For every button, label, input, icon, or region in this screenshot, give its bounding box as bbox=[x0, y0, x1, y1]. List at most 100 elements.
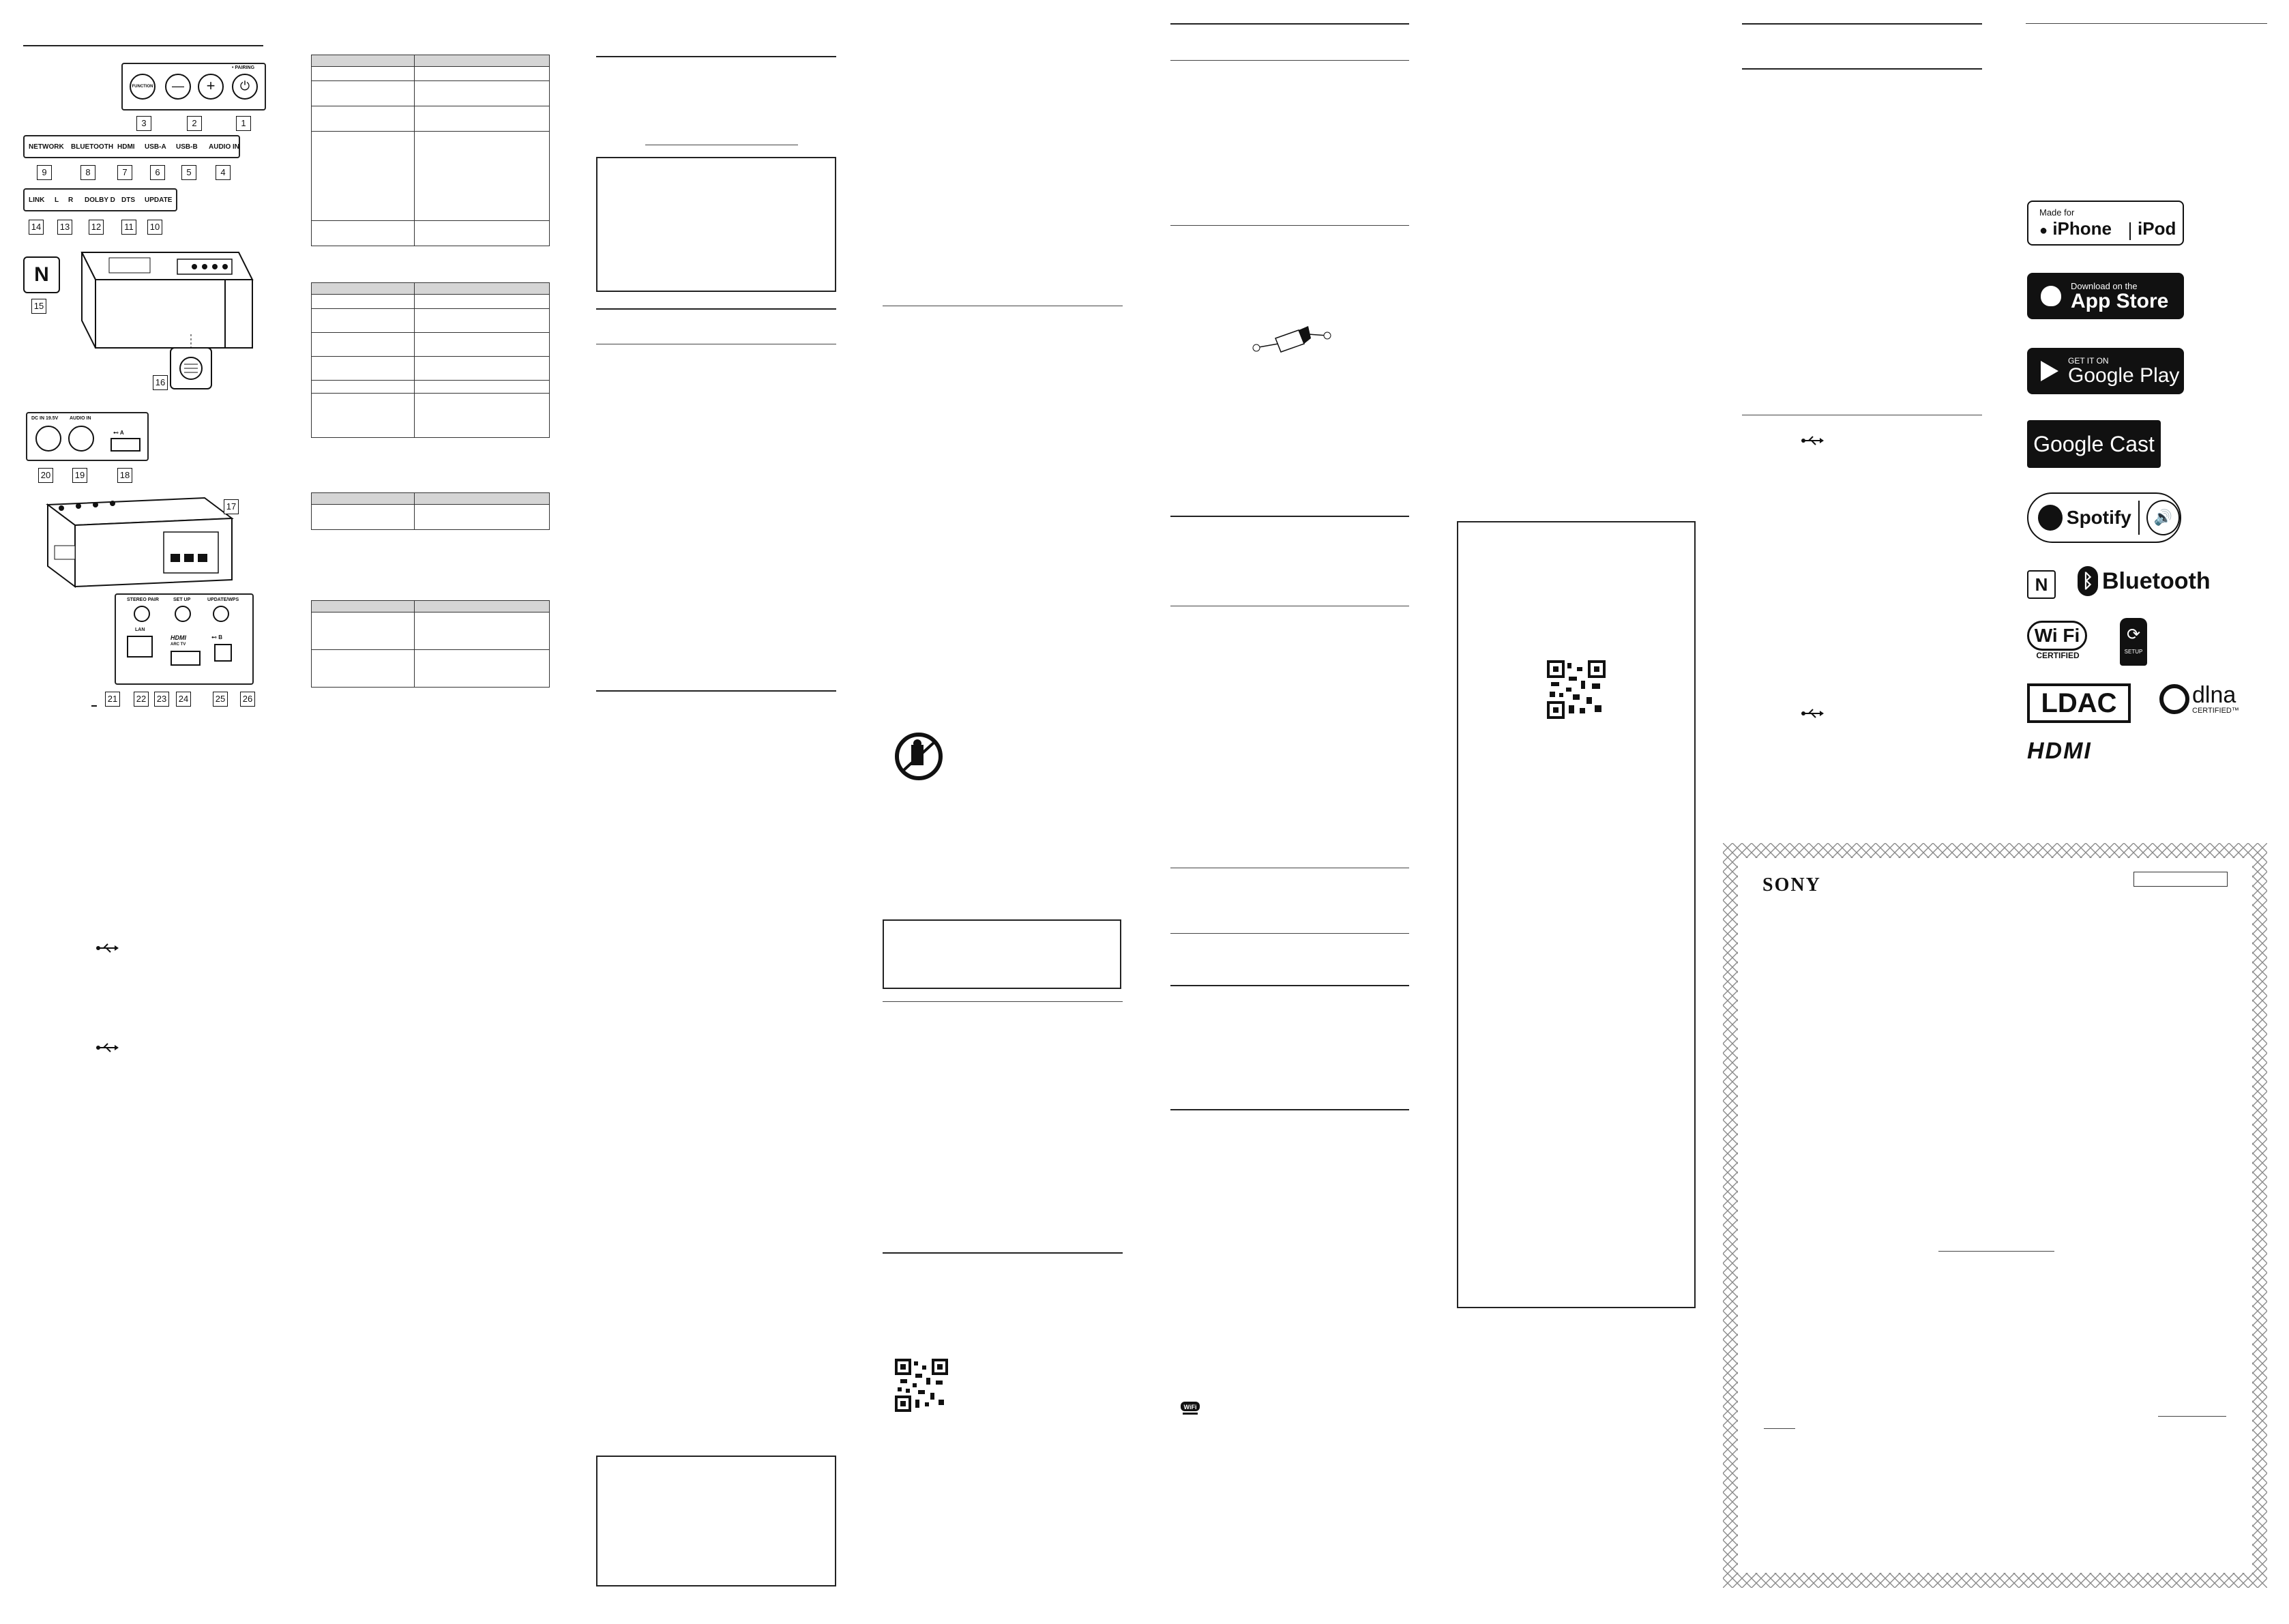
usb-icon bbox=[1801, 709, 1824, 718]
appstore-text: App Store bbox=[2071, 289, 2169, 312]
dc-in-label: DC IN 19.5V bbox=[31, 416, 59, 421]
section-rule bbox=[596, 308, 836, 310]
callout-7: 7 bbox=[117, 165, 132, 180]
lan-port bbox=[127, 636, 153, 658]
indicator-update: UPDATE bbox=[145, 196, 173, 204]
arc-label: ARC TV bbox=[171, 643, 186, 647]
play-icon bbox=[2041, 361, 2058, 381]
set-up-label: SET UP bbox=[173, 597, 191, 602]
update-button bbox=[213, 606, 229, 622]
section-rule bbox=[1170, 985, 1409, 986]
dlna-logo: dlna CERTIFIED™ bbox=[2159, 683, 2239, 715]
usb-b-port bbox=[214, 644, 232, 662]
callout-24: 24 bbox=[176, 692, 191, 707]
googleplay-top-text: GET IT ON bbox=[2068, 356, 2109, 366]
callout-19: 19 bbox=[72, 468, 87, 483]
wifi-protected-setup-logo: ⟳ SETUP bbox=[2120, 618, 2147, 666]
indicator-network: NETWORK bbox=[29, 143, 64, 151]
apple-icon bbox=[2041, 286, 2061, 306]
top-controls-panel: FUNCTION — + • PAIRING ⏻ bbox=[121, 63, 266, 110]
dlna-certified-text: CERTIFIED™ bbox=[2192, 707, 2239, 715]
callout-22: 22 bbox=[134, 692, 149, 707]
stereo-pair-button bbox=[134, 606, 150, 622]
wifi-certified-text: CERTIFIED bbox=[2036, 651, 2080, 660]
lan-label: LAN bbox=[135, 628, 145, 632]
nfc-icon: N bbox=[23, 256, 60, 293]
callout-12: 12 bbox=[89, 220, 104, 235]
dlna-text: dlna bbox=[2192, 682, 2236, 708]
callout-13: 13 bbox=[57, 220, 72, 235]
callout-11: 11 bbox=[121, 220, 136, 235]
usb-icon bbox=[96, 943, 119, 953]
cover-rule bbox=[1938, 1251, 2054, 1252]
notice-box bbox=[883, 919, 1121, 989]
bluetooth-logo: ᛒ Bluetooth bbox=[2078, 566, 2211, 596]
section-rule bbox=[1170, 1109, 1409, 1110]
section-rule bbox=[1170, 225, 1409, 226]
section-rule bbox=[1742, 23, 1982, 25]
hdmi-logo: HDMI bbox=[2027, 738, 2092, 764]
callout-14: 14 bbox=[29, 220, 44, 235]
volume-plus-button: + bbox=[198, 74, 224, 100]
usb-a-label: ⊷ A bbox=[113, 430, 124, 436]
indicator-bluetooth: BLUETOOTH bbox=[71, 143, 114, 151]
section-rule bbox=[883, 1001, 1123, 1002]
callout-16: 16 bbox=[153, 375, 168, 390]
cover-rule bbox=[1764, 1428, 1795, 1429]
indicator-panel-2 bbox=[23, 188, 177, 211]
wps-icon: ⟳ bbox=[2126, 625, 2141, 644]
section-rule bbox=[596, 690, 836, 692]
setup-text: SETUP bbox=[2124, 649, 2143, 655]
made-for-text: Made for bbox=[2039, 207, 2075, 218]
indicator-panel-1 bbox=[23, 135, 240, 158]
power-button: ⏻ bbox=[232, 74, 258, 100]
indicator-usb-a: USB-A bbox=[145, 143, 166, 151]
iphone-text: ● iPhone bbox=[2039, 218, 2112, 239]
cable-plug-illustration bbox=[1252, 326, 1331, 353]
callout-8: 8 bbox=[80, 165, 95, 180]
google-cast-badge: Google Cast bbox=[2027, 420, 2161, 468]
function-button: FUNCTION bbox=[130, 74, 156, 100]
section-rule bbox=[1170, 516, 1409, 517]
callout-23: 23 bbox=[154, 692, 169, 707]
speaker-icon: 🔊 bbox=[2146, 500, 2180, 535]
volume-minus-button: — bbox=[165, 74, 191, 100]
audio-in-jack bbox=[68, 426, 94, 452]
googleplay-text: Google Play bbox=[2068, 364, 2180, 387]
section-rule bbox=[1170, 23, 1409, 25]
callout-5: 5 bbox=[181, 165, 196, 180]
wifi-certified-logo: Wi Fi CERTIFIED bbox=[2027, 621, 2088, 664]
callout-25: 25 bbox=[213, 692, 228, 707]
header-rule bbox=[23, 45, 263, 46]
callout-26: 26 bbox=[240, 692, 255, 707]
app-store-badge: Download on the App Store bbox=[2027, 273, 2184, 319]
indicator-link: LINK bbox=[29, 196, 45, 204]
pairing-label: • PAIRING bbox=[232, 65, 255, 70]
wifi-certified-small-icon: WiFi bbox=[1181, 1402, 1200, 1415]
update-wps-label: UPDATE/WPS bbox=[207, 597, 239, 602]
bottom-connector-illustration bbox=[170, 334, 212, 389]
bluetooth-icon: ᛒ bbox=[2078, 566, 2098, 596]
googlecast-text: Google Cast bbox=[2033, 431, 2155, 456]
callout-4: 4 bbox=[216, 165, 231, 180]
usb-b-label: ⊷ B bbox=[211, 634, 222, 640]
spec-table-1 bbox=[311, 55, 550, 246]
notice-box-bottom bbox=[596, 1456, 836, 1586]
usb-icon bbox=[1801, 436, 1824, 445]
hdmi-label: HDMI bbox=[171, 634, 186, 641]
speaker-rear-illustration bbox=[46, 497, 234, 588]
network-setup-box bbox=[1457, 521, 1696, 1308]
indicator-l: L bbox=[55, 196, 59, 204]
qr-code-icon bbox=[1547, 660, 1606, 719]
spec-table-2 bbox=[311, 282, 550, 438]
callout-1: 1 bbox=[236, 116, 251, 131]
divider bbox=[2138, 501, 2140, 535]
indicator-dts: DTS bbox=[121, 196, 135, 204]
section-rule bbox=[2026, 23, 2267, 24]
wifi-text: Wi Fi bbox=[2027, 621, 2087, 651]
callout-10: 10 bbox=[147, 220, 162, 235]
spotify-connect-logo: Spotify 🔊 bbox=[2027, 492, 2181, 543]
section-rule bbox=[1170, 60, 1409, 61]
usb-a-port bbox=[110, 438, 141, 452]
section-rule bbox=[1170, 933, 1409, 934]
